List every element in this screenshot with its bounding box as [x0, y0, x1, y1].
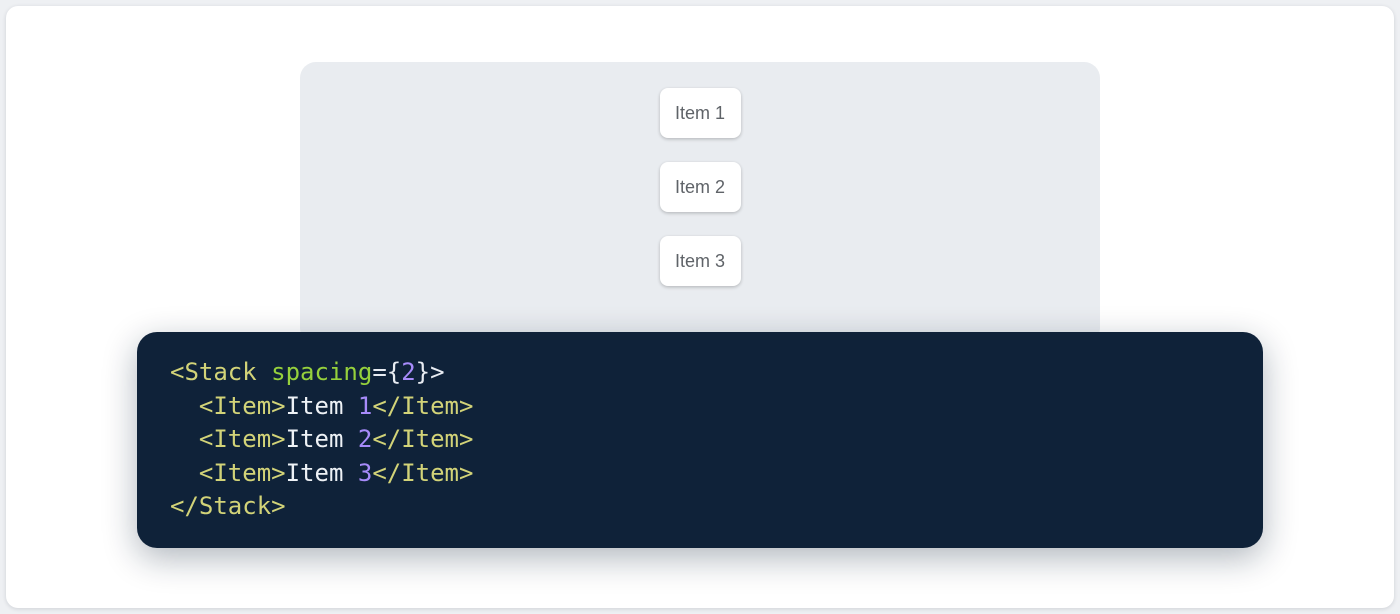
code-token: spacing	[271, 358, 373, 386]
stack-item-card: Item 1	[659, 88, 741, 138]
code-token	[170, 425, 199, 453]
code-token: <Stack	[170, 358, 257, 386]
code-token: </Item>	[372, 391, 474, 420]
code-token: 3	[357, 458, 373, 487]
stack-item-label: Item 3	[674, 251, 726, 271]
code-line: <Stack spacing={2}>	[170, 356, 1230, 390]
code-token: 2	[357, 425, 373, 454]
stack-item-card: Item 3	[659, 236, 741, 286]
code-line: <Item>Item 1</Item>	[170, 390, 1230, 424]
code-token: ={	[372, 358, 402, 386]
code-line: </Stack>	[170, 490, 1230, 524]
code-token	[257, 358, 271, 386]
code-token: 1	[357, 391, 373, 420]
code-token	[170, 459, 199, 487]
code-token: </Stack>	[170, 492, 286, 521]
stack-item-label: Item 2	[674, 177, 726, 197]
code-token: Item	[285, 425, 358, 454]
stack-item-label: Item 1	[674, 103, 726, 123]
code-line: <Item>Item 2</Item>	[170, 423, 1230, 457]
code-token: <Item>	[198, 425, 286, 454]
code-token: }>	[415, 358, 445, 386]
code-token	[170, 392, 199, 420]
code-block: <Stack spacing={2}> <Item>Item 1</Item> …	[137, 332, 1263, 548]
code-line: <Item>Item 3</Item>	[170, 457, 1230, 491]
code-token: Item	[285, 391, 358, 420]
code-token: </Item>	[372, 425, 474, 454]
code-token: <Item>	[198, 391, 286, 420]
code-token: </Item>	[372, 458, 474, 487]
code-token: <Item>	[198, 458, 286, 487]
code-token: Item	[285, 458, 358, 487]
demo-panel: Item 1 Item 2 Item 3	[300, 62, 1100, 344]
code-content: <Stack spacing={2}> <Item>Item 1</Item> …	[170, 356, 1230, 524]
stack-item-card: Item 2	[659, 162, 741, 212]
code-token: 2	[401, 358, 416, 386]
